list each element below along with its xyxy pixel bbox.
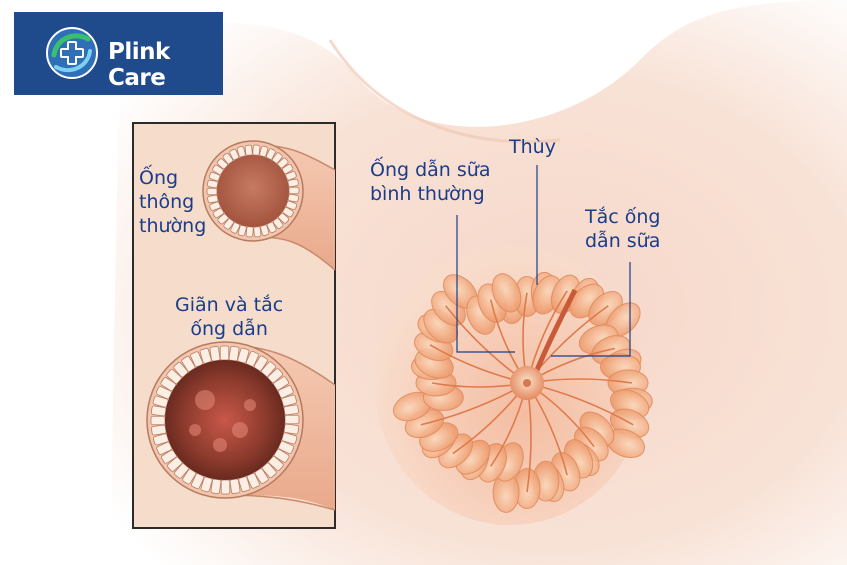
lobule [466,273,522,335]
pointer-blocked-duct [551,262,631,357]
normal-duct-cross-section [202,140,304,242]
pointer-lines [456,165,631,357]
normal-duct-label: Ống dẫn sữa bình thường [370,159,491,205]
inset-normal-duct-label: Ống thông thường [139,167,207,237]
armpit-fold [328,39,561,144]
plink-care-logo-icon [46,27,98,79]
nipple-center [523,379,531,387]
blocked-duct-label: Tắc ống dẫn sữa [585,206,661,252]
brand-name: Plink Care [108,39,170,91]
pointer-normal-duct [456,215,515,353]
brand-logo: Plink Care [14,12,223,95]
lobule-label: Thùy [509,136,556,158]
dilated-duct-cross-section [146,341,304,499]
blocked-duct-highlight [532,288,578,376]
inset-dilated-duct-label: Giãn và tắc ống dẫn [175,294,284,340]
inset-panel [132,122,336,529]
